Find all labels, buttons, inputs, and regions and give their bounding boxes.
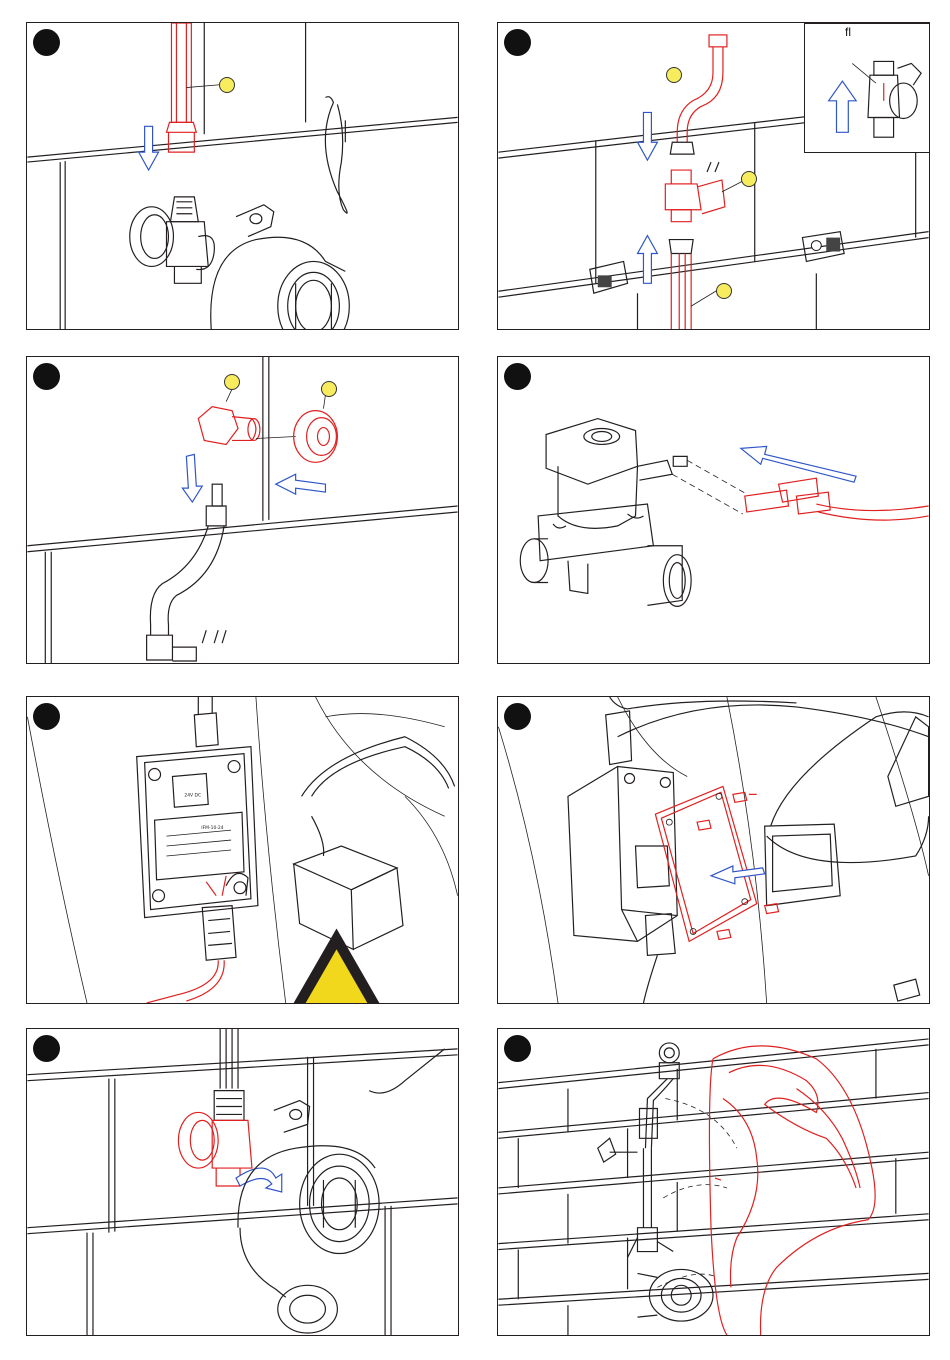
step-6-illustration [498, 697, 929, 1003]
step-5-panel: 24V DC IFM-10-24 [26, 696, 459, 1004]
step-2-panel: fl [497, 22, 930, 330]
box-voltage-label: 24V DC [184, 792, 201, 798]
callout-marker [224, 374, 240, 390]
step-3-illustration [27, 357, 458, 663]
callout-marker [741, 171, 757, 187]
step-marker [33, 1035, 60, 1062]
step-marker [504, 363, 531, 390]
callout-marker [321, 381, 337, 397]
step-marker [504, 703, 531, 730]
step-7-illustration [27, 1029, 458, 1335]
warning-triangle-icon [121, 925, 459, 1004]
step-marker [504, 29, 531, 56]
step-8-panel [497, 1028, 930, 1336]
flow-direction-inset: fl [804, 23, 930, 153]
step-marker [33, 29, 60, 56]
step-1-panel [26, 22, 459, 330]
callout-marker [666, 67, 682, 83]
step-marker [33, 703, 60, 730]
step-6-panel [497, 696, 930, 1004]
step-8-illustration [498, 1029, 929, 1335]
box-model-label: IFM-10-24 [201, 825, 223, 831]
step-4-illustration [498, 357, 929, 663]
step-marker [33, 363, 60, 390]
inset-valve-drawing [805, 24, 930, 152]
callout-marker [219, 77, 235, 93]
step-4-panel [497, 356, 930, 664]
step-1-illustration [27, 23, 458, 329]
step-3-panel [26, 356, 459, 664]
inset-label: fl [845, 25, 851, 39]
step-marker [504, 1035, 531, 1062]
step-7-panel [26, 1028, 459, 1336]
callout-marker [716, 283, 732, 299]
